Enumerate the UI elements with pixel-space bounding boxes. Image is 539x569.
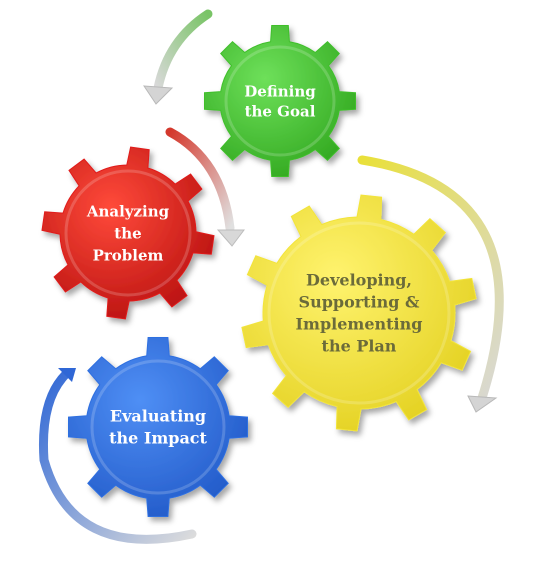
arrow-to-goal <box>153 9 213 93</box>
gear-plan-label-line: Developing, <box>306 271 412 290</box>
gear-goal-highlight <box>224 45 336 157</box>
arrow-to-problem <box>165 127 235 233</box>
arrow-to-plan-head <box>467 395 498 413</box>
gear-problem-body <box>41 146 215 320</box>
gear-goal-body <box>204 25 356 177</box>
gear-problem-label-line: Problem <box>93 246 164 264</box>
arrow-to-problem-head <box>216 229 245 247</box>
gear-evaluating-the-impact: Evaluating the Impact <box>68 337 248 517</box>
gear-plan-label-line: the Plan <box>322 337 397 356</box>
gear-impact-highlight <box>90 359 226 495</box>
arrow-to-impact <box>39 369 197 544</box>
gear-goal-label-line: Defining <box>244 82 316 100</box>
arrow-to-goal-head <box>143 85 174 105</box>
gear-problem-highlight <box>64 169 192 297</box>
arrow-to-plan <box>357 155 504 403</box>
gear-impact-label-line: Evaluating <box>110 407 206 426</box>
gear-impact-body <box>68 337 248 517</box>
gear-plan-label-line: Implementing <box>296 315 423 334</box>
gear-developing-the-plan: Developing, Supporting & Implementing the P… <box>241 194 477 432</box>
arrows-group <box>39 9 504 544</box>
arrow-to-impact-head <box>58 368 76 382</box>
gear-plan-label-line: Supporting & <box>299 293 421 312</box>
gear-problem-label-line: the <box>114 224 141 242</box>
gear-problem-label-line: Analyzing <box>86 202 170 220</box>
gear-plan-body <box>241 194 477 432</box>
gear-impact-label-line: the Impact <box>109 429 207 448</box>
gear-goal-label-line: the Goal <box>245 102 316 120</box>
gear-plan-highlight <box>267 221 451 405</box>
gear-defining-the-goal: Defining the Goal <box>204 25 356 177</box>
